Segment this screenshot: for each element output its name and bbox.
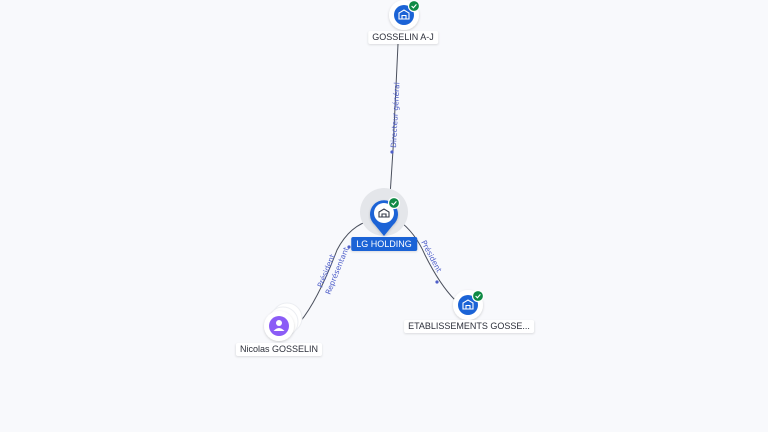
label-nicolas-gosselin[interactable]: Nicolas GOSSELIN: [235, 343, 323, 356]
building-icon: [378, 208, 390, 218]
edge-president-representant[interactable]: Président Représentant: [299, 219, 373, 323]
edge-label-directeur-general: Directeur général: [389, 82, 401, 148]
check-icon: [411, 4, 417, 9]
node-nicolas-gosselin[interactable]: [264, 302, 303, 341]
edge-label-president-etab: Président: [419, 239, 443, 274]
node-lg-holding[interactable]: [360, 188, 408, 236]
verified-badge: [407, 0, 421, 13]
verified-badge: [471, 289, 485, 303]
check-icon: [391, 201, 397, 206]
label-gosselin-aj[interactable]: GOSSELIN A-J: [368, 31, 438, 44]
edge-president[interactable]: Président: [397, 219, 456, 301]
node-gosselin-aj[interactable]: [389, 0, 421, 30]
building-icon: [462, 299, 474, 310]
edge-directeur-general[interactable]: Directeur général: [389, 43, 401, 197]
building-icon: [398, 9, 410, 20]
check-icon: [475, 294, 481, 299]
verified-badge: [387, 196, 401, 210]
label-etablissements[interactable]: ETABLISSEMENTS GOSSE...: [404, 320, 534, 333]
person-icon: [273, 320, 285, 331]
node-etablissements[interactable]: [453, 289, 485, 320]
label-lg-holding[interactable]: LG HOLDING: [351, 237, 417, 251]
